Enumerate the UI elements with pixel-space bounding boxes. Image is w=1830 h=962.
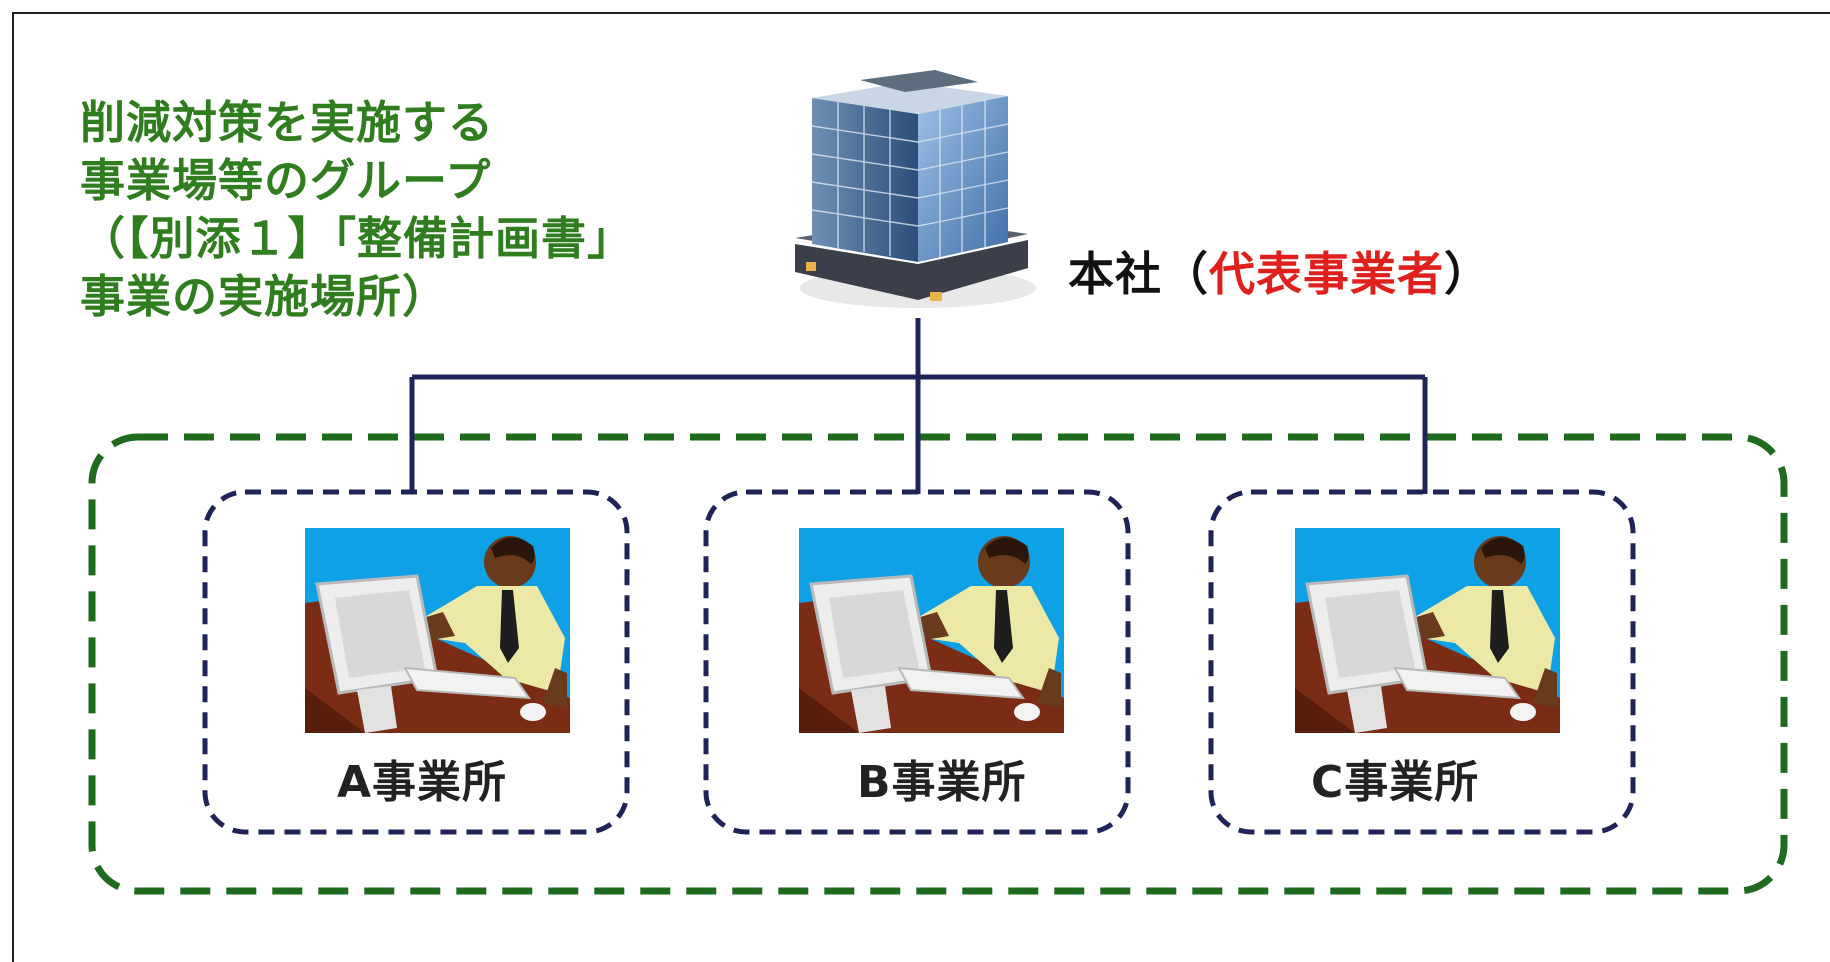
group-description-line: （【別添１】「整備計画書」 <box>80 212 634 265</box>
office-a-label: A事業所 <box>337 757 508 808</box>
office-c-label: C事業所 <box>1311 757 1480 808</box>
group-description-line: 削減対策を実施する <box>80 96 495 149</box>
diagram-frame <box>12 12 1830 962</box>
group-description-line: 事業場等のグループ <box>80 154 492 207</box>
group-description-line: 事業の実施場所） <box>80 270 449 323</box>
headquarters-close: ） <box>1444 247 1491 301</box>
office-worker-icon <box>1293 526 1562 735</box>
office-worker-icon <box>797 526 1066 735</box>
representative-role: 代表事業者 <box>1209 247 1444 301</box>
headquarters-label: 本社（代表事業者） <box>1068 238 1491 304</box>
group-description: 削減対策を実施する 事業場等のグループ （【別添１】「整備計画書」 事業の実施場… <box>80 94 633 326</box>
office-worker-icon <box>305 528 570 733</box>
connector-lines <box>409 318 1428 492</box>
headquarters-name: 本社（ <box>1068 247 1209 301</box>
office-b-label: B事業所 <box>857 757 1027 808</box>
facility-group-border <box>88 433 1788 895</box>
office-building-icon <box>795 70 1036 308</box>
